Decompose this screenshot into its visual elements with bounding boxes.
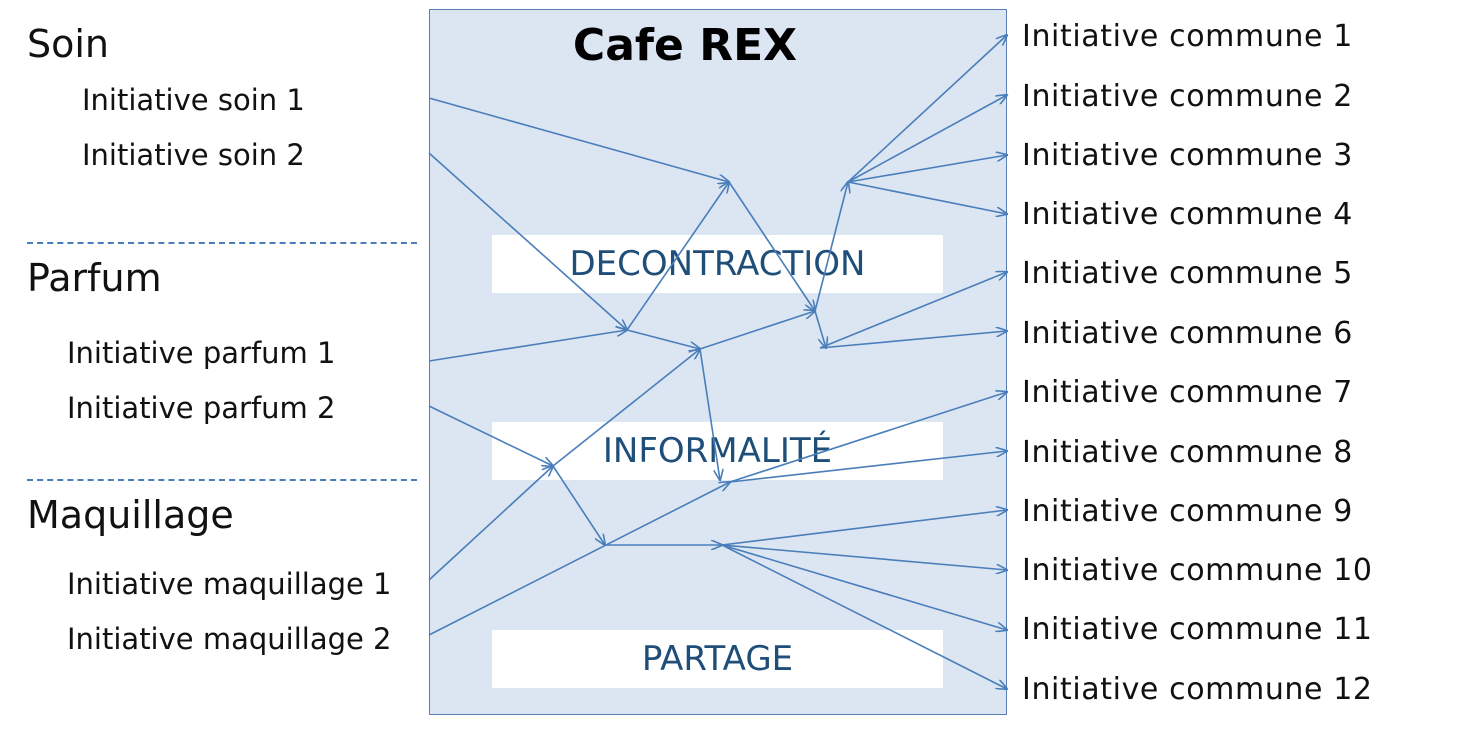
arrow bbox=[699, 311, 815, 350]
arrow bbox=[847, 155, 1007, 183]
arrow bbox=[814, 182, 848, 312]
value-partage: PARTAGE bbox=[492, 630, 943, 688]
arrow bbox=[847, 181, 1007, 214]
category-maquillage: Maquillage bbox=[27, 493, 234, 537]
arrow bbox=[626, 182, 729, 331]
arrow bbox=[847, 95, 1007, 183]
divider-line bbox=[27, 479, 417, 481]
hub-title: Cafe REX bbox=[572, 20, 798, 71]
arrow bbox=[699, 348, 720, 480]
output-initiative-9: Initiative commune 9 bbox=[1022, 494, 1353, 529]
output-initiative-6: Initiative commune 6 bbox=[1022, 316, 1353, 351]
output-initiative-1: Initiative commune 1 bbox=[1022, 19, 1353, 54]
output-initiative-5: Initiative commune 5 bbox=[1022, 256, 1353, 291]
arrow bbox=[721, 544, 1007, 689]
arrow bbox=[428, 152, 627, 330]
category-soin: Soin bbox=[27, 22, 110, 66]
arrow bbox=[721, 510, 1007, 546]
arrow bbox=[428, 482, 730, 636]
output-initiative-2: Initiative commune 2 bbox=[1022, 79, 1353, 114]
initiative-soin-1: Initiative soin 1 bbox=[82, 83, 305, 117]
cafe-rex-box bbox=[429, 9, 1007, 715]
arrow bbox=[728, 181, 815, 311]
initiative-maquillage-2: Initiative maquillage 2 bbox=[67, 622, 392, 656]
arrow bbox=[626, 329, 700, 349]
divider-line bbox=[27, 242, 417, 244]
arrow bbox=[721, 544, 1007, 630]
arrow bbox=[814, 310, 826, 348]
initiative-maquillage-1: Initiative maquillage 1 bbox=[67, 567, 392, 601]
category-parfum: Parfum bbox=[27, 256, 162, 300]
arrow bbox=[729, 451, 1007, 483]
arrow bbox=[847, 35, 1007, 183]
arrow bbox=[721, 544, 1007, 570]
output-initiative-8: Initiative commune 8 bbox=[1022, 435, 1353, 470]
output-initiative-4: Initiative commune 4 bbox=[1022, 197, 1353, 232]
initiative-parfum-2: Initiative parfum 2 bbox=[67, 391, 336, 425]
arrow bbox=[428, 330, 627, 362]
output-initiative-3: Initiative commune 3 bbox=[1022, 138, 1353, 173]
initiative-soin-2: Initiative soin 2 bbox=[82, 138, 305, 172]
output-initiative-12: Initiative commune 12 bbox=[1022, 672, 1373, 707]
value-decontraction: DECONTRACTION bbox=[492, 235, 943, 293]
initiative-parfum-1: Initiative parfum 1 bbox=[67, 336, 336, 370]
arrow bbox=[552, 465, 605, 545]
arrow bbox=[428, 466, 553, 581]
arrow bbox=[428, 405, 553, 466]
output-initiative-10: Initiative commune 10 bbox=[1022, 553, 1373, 588]
arrow bbox=[819, 331, 1007, 349]
arrow bbox=[428, 97, 729, 182]
arrow bbox=[729, 392, 1007, 483]
output-initiative-11: Initiative commune 11 bbox=[1022, 612, 1373, 647]
output-initiative-7: Initiative commune 7 bbox=[1022, 375, 1353, 410]
arrow bbox=[819, 272, 1007, 349]
arrow bbox=[552, 349, 700, 467]
